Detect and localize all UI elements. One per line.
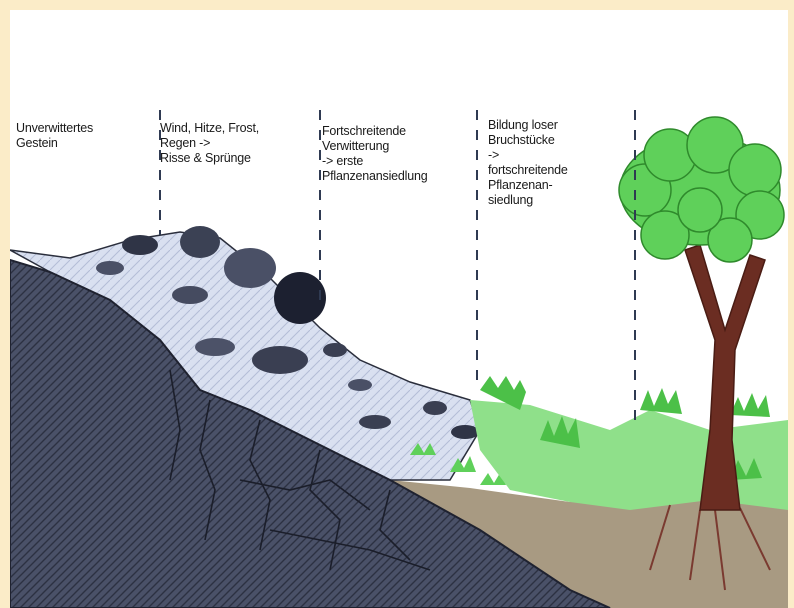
stage-label-unweathered: Unverwittertes Gestein xyxy=(16,121,93,151)
stage-label-progressive: Fortschreitende Verwitterung -> erste Pf… xyxy=(322,124,428,184)
stage-label-loose-fragments: Bildung loser Bruchstücke -> fortschreit… xyxy=(488,118,568,208)
weathering-scene xyxy=(10,10,788,608)
stage-label-cracks: Wind, Hitze, Frost, Regen -> Risse & Spr… xyxy=(160,121,259,166)
illustration-panel: Unverwittertes Gestein Wind, Hitze, Fros… xyxy=(10,10,788,608)
meadow xyxy=(470,400,788,510)
tree-crown xyxy=(619,117,784,262)
